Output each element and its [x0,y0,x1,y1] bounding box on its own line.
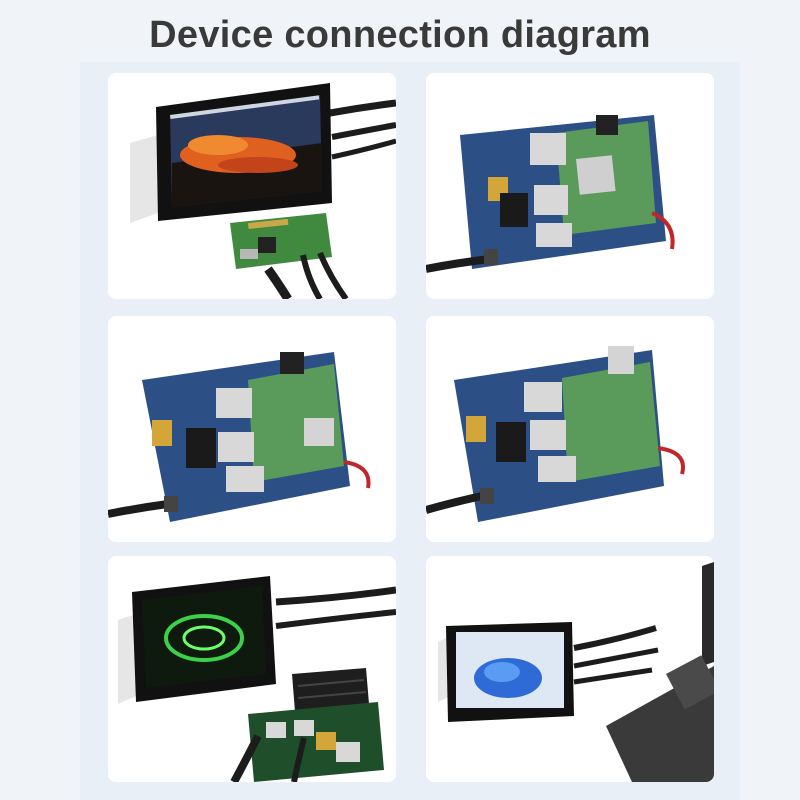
cm4-io-board-front-image [426,346,685,522]
display-jetson-nano-image [118,576,396,782]
card-cm4-io-board-angled [108,316,396,542]
card-display-jetson-nano [108,556,396,782]
cm4-io-board-angled-image [108,352,371,522]
card-display-laptop [426,556,714,782]
display-laptop-image [438,562,714,782]
cm4-io-board-image [426,115,675,273]
card-cm4-io-board-front [426,316,714,542]
display-pi-zero-image [130,83,396,299]
card-cm4-io-board [426,73,714,299]
card-display-pi-zero [108,73,396,299]
page-title: Device connection diagram [149,14,651,56]
